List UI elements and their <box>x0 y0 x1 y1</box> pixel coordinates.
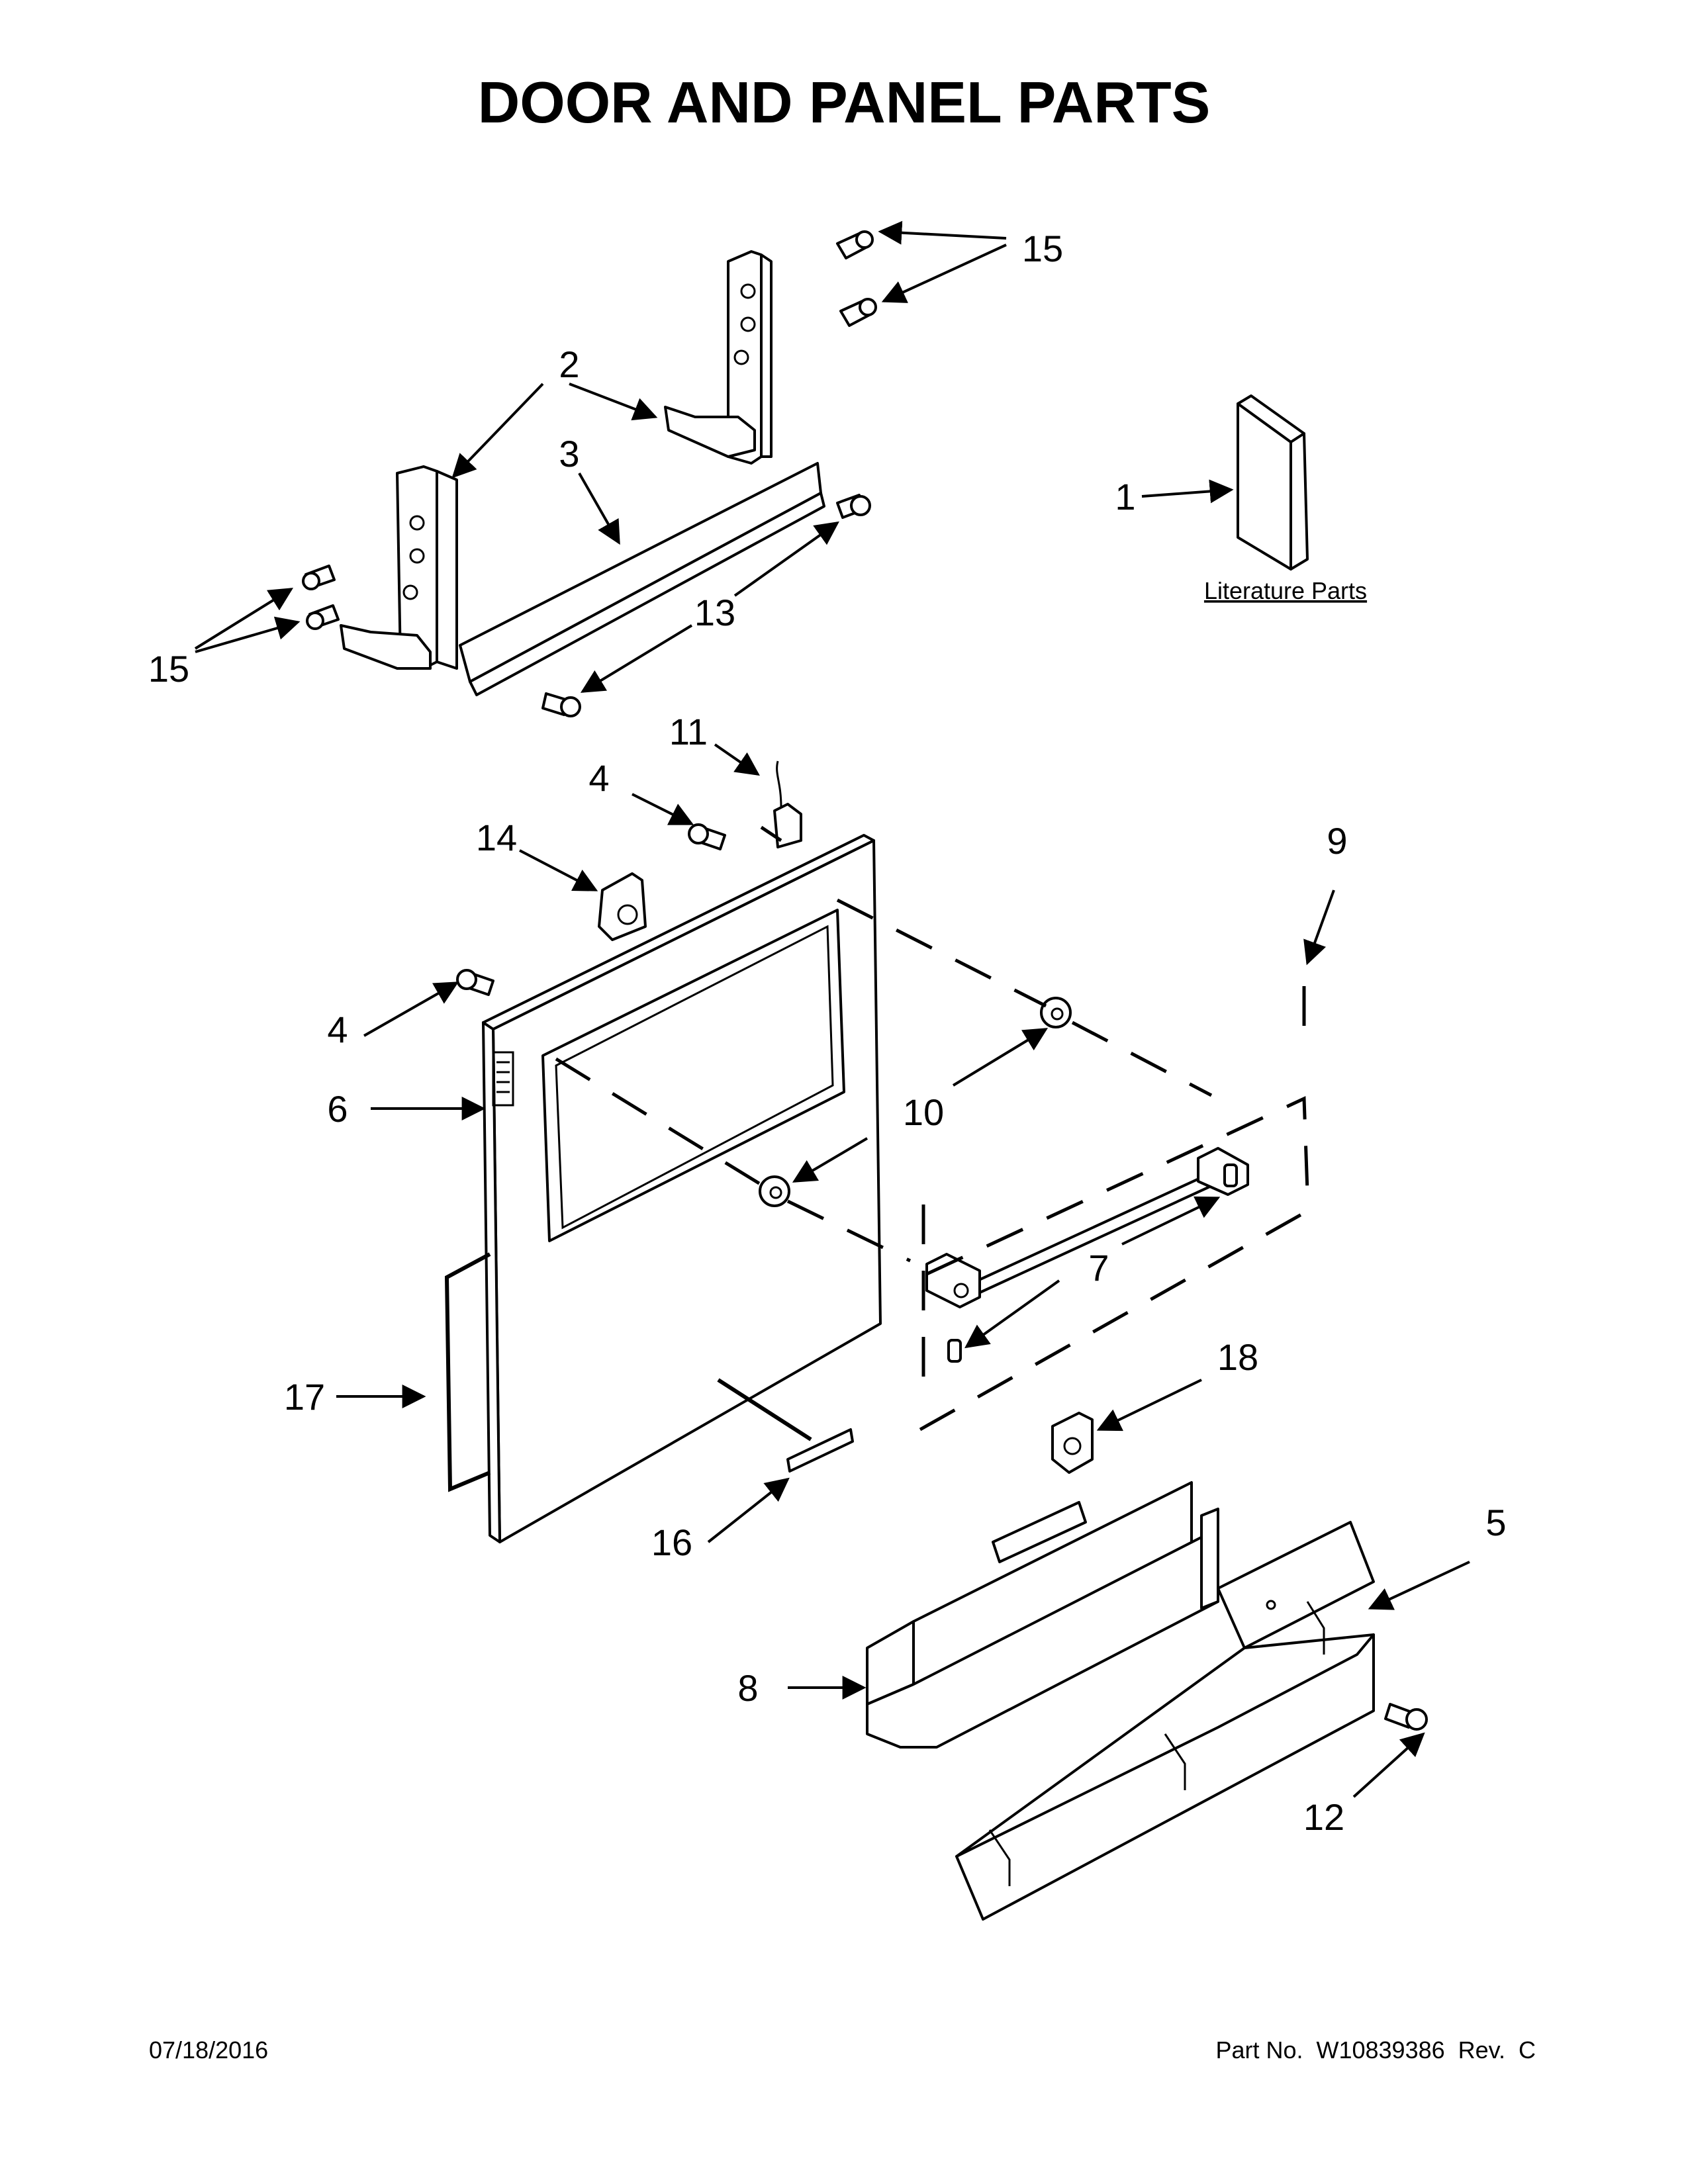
door-vent-tab <box>773 760 802 848</box>
toe-kick-clip <box>1051 1412 1094 1474</box>
right-mounting-bracket <box>664 250 773 465</box>
callout-13: 13 <box>694 592 735 633</box>
callout-5: 5 <box>1485 1502 1506 1543</box>
page-title: DOOR AND PANEL PARTS <box>478 69 1211 135</box>
footer-part-number: Part No. W10839386 Rev. C <box>1215 2036 1536 2064</box>
access-panel <box>866 1481 1219 1749</box>
toe-panel <box>955 1521 1375 1921</box>
door-handle <box>925 1147 1249 1308</box>
callout-7: 7 <box>1088 1247 1109 1289</box>
callout-1: 1 <box>1115 476 1135 518</box>
leader-arrows <box>194 220 1470 1798</box>
screw-15-mid <box>839 298 877 327</box>
callout-6: 6 <box>327 1088 348 1130</box>
callout-18: 18 <box>1217 1336 1258 1378</box>
literature-parts-label: Literature Parts <box>1204 577 1367 604</box>
outer-door-panel <box>482 834 882 1543</box>
screw-13-right <box>836 494 871 519</box>
handle-mount-lower <box>759 1175 790 1207</box>
screw-15-top <box>836 230 874 259</box>
callout-17: 17 <box>284 1376 325 1418</box>
callout-4-top: 4 <box>588 757 609 799</box>
door-badge <box>786 1428 854 1473</box>
door-hinge-part <box>598 872 647 941</box>
callout-14: 14 <box>476 817 517 858</box>
handle-mount-upper <box>1040 997 1072 1028</box>
callout-2: 2 <box>559 343 579 385</box>
literature-parts-book <box>1237 394 1309 570</box>
callout-15-left: 15 <box>148 648 189 690</box>
screw-15-left-top <box>302 565 336 590</box>
callout-3: 3 <box>559 433 579 475</box>
callout-4-left: 4 <box>327 1009 348 1050</box>
solid-guide-lines <box>717 1378 812 1441</box>
handle-screw-right <box>1223 1163 1238 1187</box>
callout-16: 16 <box>651 1522 692 1563</box>
door-gasket <box>444 1252 491 1492</box>
callout-12: 12 <box>1303 1796 1344 1838</box>
handle-screw-left <box>947 1339 962 1363</box>
callout-9: 9 <box>1327 820 1347 862</box>
footer-date: 07/18/2016 <box>149 2036 268 2064</box>
exploded-view-lines <box>555 825 1309 1432</box>
screw-4-left <box>456 969 494 996</box>
screw-13-left <box>541 692 581 717</box>
screw-15-left-bottom <box>306 604 340 630</box>
callout-11: 11 <box>669 711 708 752</box>
callout-8: 8 <box>737 1667 758 1709</box>
screw-4-top <box>688 823 726 850</box>
left-mounting-bracket <box>340 465 458 670</box>
callout-10: 10 <box>903 1091 944 1133</box>
bracket-support-channel <box>459 462 825 696</box>
screw-12 <box>1384 1703 1428 1731</box>
callout-15-top: 15 <box>1022 228 1063 269</box>
